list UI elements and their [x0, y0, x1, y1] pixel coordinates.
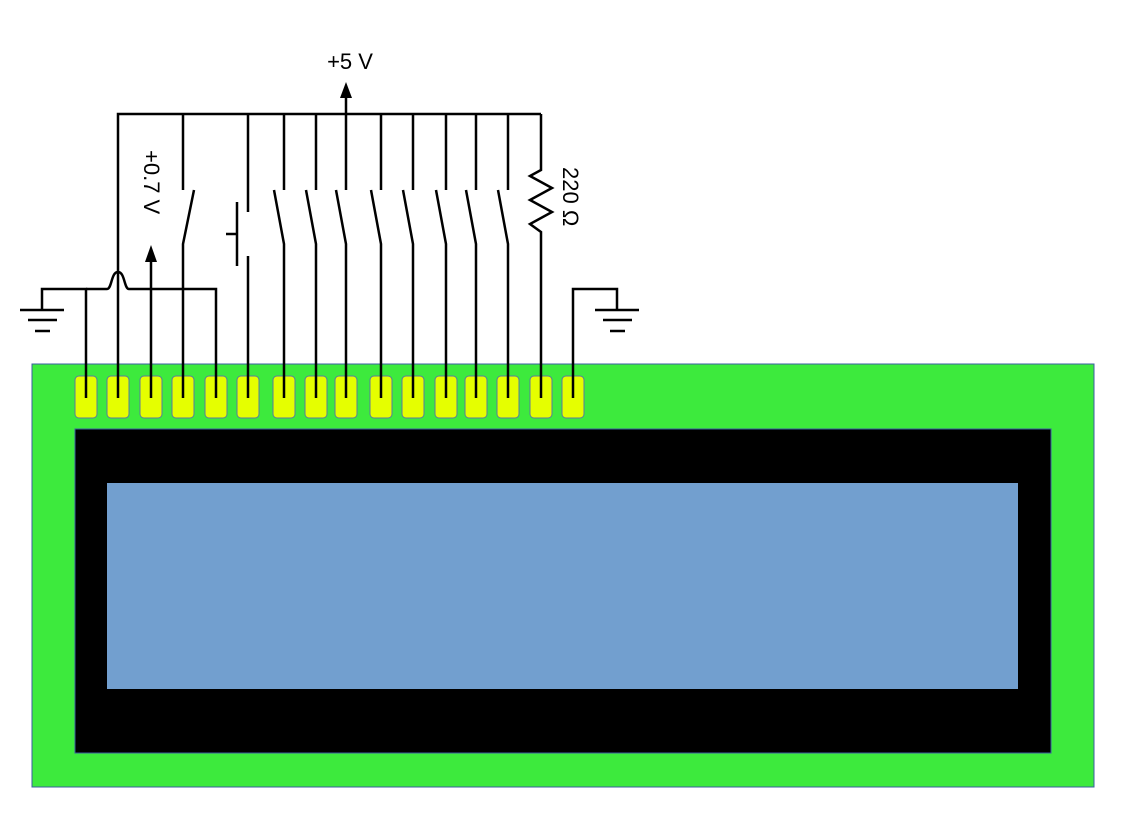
supply-bus — [116, 112, 541, 398]
ground-wire-right — [571, 287, 619, 398]
pushbutton-pin-6 — [226, 114, 250, 398]
switch-pin-14 — [496, 114, 510, 398]
resistor-label: 220 Ω — [558, 167, 583, 226]
switch-pin-9 — [334, 114, 348, 398]
switch-pin-10 — [369, 114, 383, 398]
contrast-label: +0.7 V — [139, 150, 164, 215]
switch-pin-8 — [304, 114, 318, 398]
lcd-screen — [107, 483, 1018, 689]
supply-arrow-icon — [340, 82, 352, 98]
resistor-pin-15 — [527, 114, 555, 398]
ground-crossover-wire — [86, 270, 218, 398]
switch-pin-13 — [464, 114, 478, 398]
supply-label: +5 V — [327, 49, 373, 74]
ground-symbol-left — [20, 308, 64, 333]
switch-pin-12 — [434, 114, 448, 398]
ground-wire-left — [40, 287, 88, 398]
switch-pin-7 — [272, 114, 286, 398]
contrast-arrow-icon — [145, 245, 157, 262]
switch-pin-4 — [181, 114, 196, 398]
ground-symbol-right — [595, 308, 639, 333]
switch-pin-11 — [401, 114, 415, 398]
